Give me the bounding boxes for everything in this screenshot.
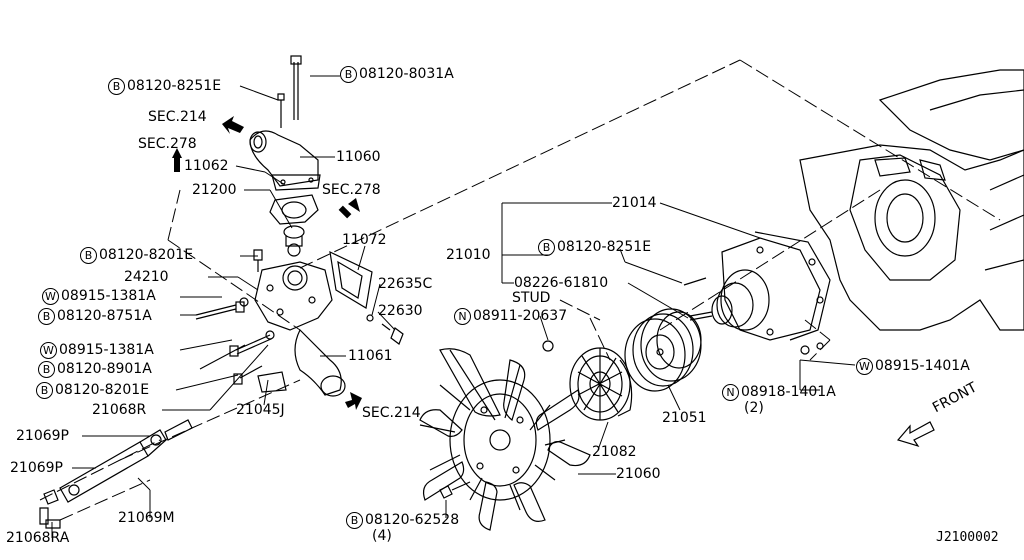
callout-11062: 11062 <box>184 158 229 174</box>
dashed-guides <box>39 59 1001 521</box>
callout-21010: 21010 <box>446 247 491 263</box>
callout-11072: 11072 <box>342 232 387 248</box>
callout-22630: 22630 <box>378 303 423 319</box>
thermostat-housing <box>249 55 321 257</box>
callout-21014: 21014 <box>612 195 657 211</box>
callout-11061: 11061 <box>348 348 393 364</box>
pulley <box>624 308 702 392</box>
leader-lines <box>51 75 856 538</box>
callout-21082: 21082 <box>592 444 637 460</box>
cooling-fan <box>419 348 591 531</box>
callout-21069p-1: 21069P <box>16 428 69 444</box>
callout-21060: 21060 <box>616 466 661 482</box>
water-outlet <box>253 249 404 397</box>
callout-21068ra: 21068RA <box>6 530 70 546</box>
bolts-left <box>195 297 275 385</box>
diagram-id: J2100002 <box>936 530 999 545</box>
section-ref-sec278-left: SEC.278 <box>138 136 197 152</box>
callout-21068r: 21068R <box>92 402 147 418</box>
callout-21045j: 21045J <box>236 402 285 418</box>
callout-08226-61810: 08226-61810 <box>514 275 609 291</box>
callout-stud: STUD <box>512 290 551 306</box>
callout-24210: 24210 <box>124 269 169 285</box>
heater-pipe <box>39 419 193 529</box>
callout-qty-4: (4) <box>372 528 392 544</box>
callout-22635c: 22635C <box>378 276 433 292</box>
section-arrows <box>172 116 362 410</box>
callout-21069m: 21069M <box>118 510 175 526</box>
section-ref-sec214-bottom: SEC.214 <box>362 405 421 421</box>
water-pump <box>683 231 831 355</box>
engine-block <box>799 69 1024 331</box>
callout-21069p-2: 21069P <box>10 460 63 476</box>
callout-11060: 11060 <box>336 149 381 165</box>
front-label: FRONT <box>930 379 980 417</box>
callout-21051: 21051 <box>662 410 707 426</box>
callout-qty-2: (2) <box>744 400 764 416</box>
section-ref-sec278-right: SEC.278 <box>322 182 381 198</box>
fan-clutch <box>439 340 633 499</box>
front-arrow <box>896 421 935 448</box>
callout-21200: 21200 <box>192 182 237 198</box>
section-ref-sec214-top: SEC.214 <box>148 109 207 125</box>
